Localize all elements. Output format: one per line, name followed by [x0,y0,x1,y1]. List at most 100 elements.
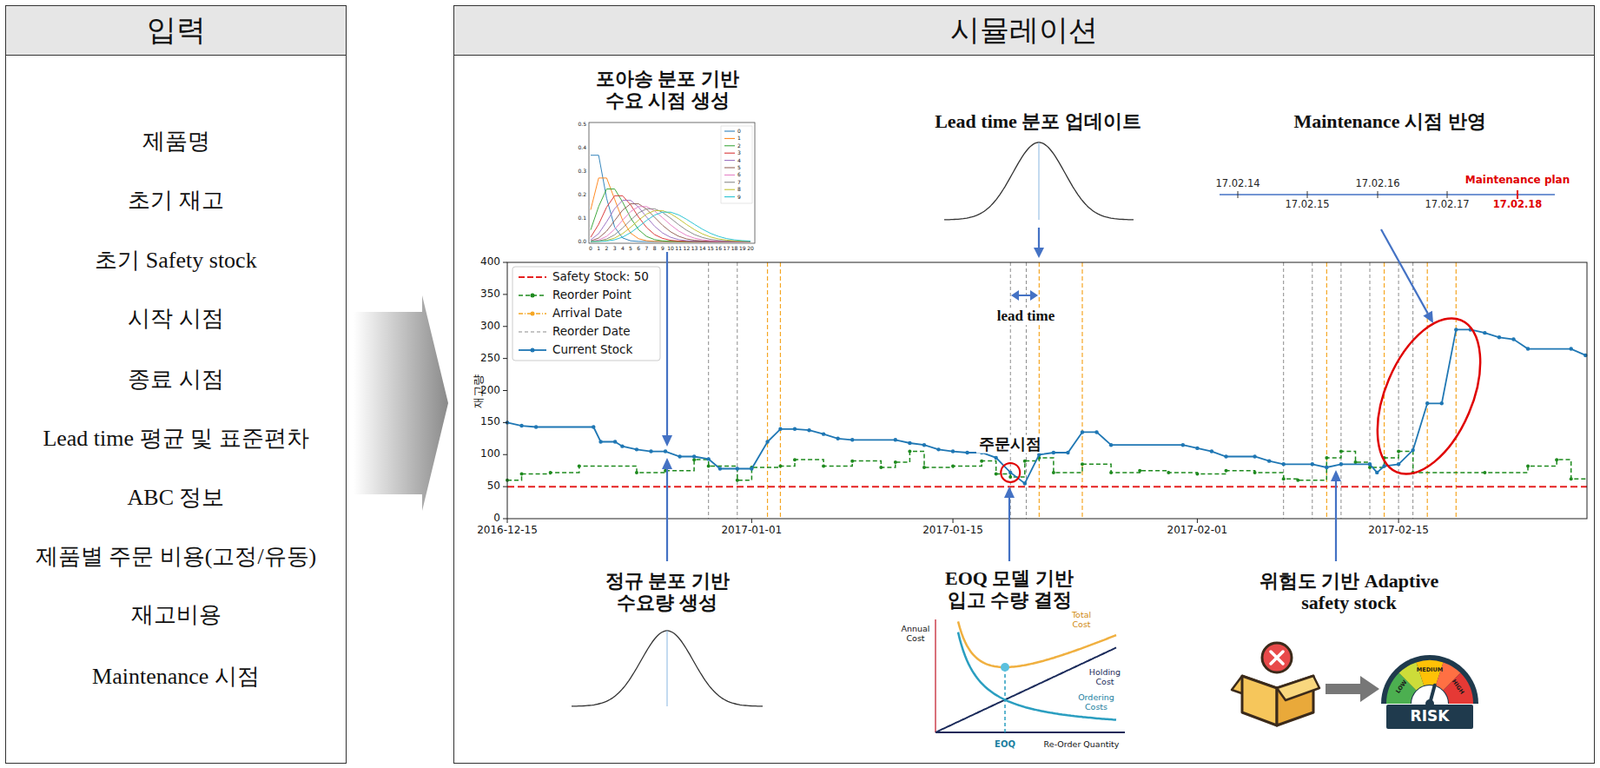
current-stock-marker [1482,330,1487,335]
transition-arrow [1325,675,1380,702]
axis-tick-label: 300 [480,320,501,333]
inset-legend-label: 7 [737,178,741,186]
reorder-point-marker [1224,469,1229,473]
inset-tick-label: 0.4 [577,145,587,152]
callout-title: 위험도 기반 Adaptive safety stock [1256,569,1443,615]
reorder-date-line [707,262,709,519]
reorder-point-marker [1396,449,1401,454]
timeline-line [1219,193,1555,196]
poisson-legend-box [720,125,753,204]
reorder-point-marker [1109,470,1113,475]
current-stock-marker [1396,462,1401,466]
inset-tick-label: 0.1 [577,215,587,222]
reorder-point-marker [707,464,711,469]
panel-heading: 시뮬레이션 [950,10,1098,51]
reorder-date-line [1010,262,1012,519]
current-stock-marker [821,431,826,436]
normal-bell [571,630,763,707]
callout-title: 정규 분포 기반 수요량 생성 [593,569,741,615]
current-stock-marker [1008,470,1012,475]
legend-sample [530,293,536,298]
eoq-label: Total Cost [1066,610,1097,630]
callout-title: Lead time 분포 업데이트 [934,110,1142,133]
reorder-date-line [1369,262,1371,519]
reorder-point-marker [1137,469,1142,473]
axis-tick-label: 2016-12-15 [476,524,538,537]
error-icon [1270,651,1283,664]
order-point-circle [1000,462,1020,483]
poisson-legend-sample [724,152,735,154]
inset-tick-label: 15 [707,245,715,252]
callout-title: 포아송 분포 기반 수요 시점 생성 [584,67,750,113]
eoq-marker-line [1004,667,1006,733]
inset-legend-label: 0 [737,128,741,135]
reorder-point-marker [634,470,639,475]
current-stock-marker [1065,450,1070,455]
legend-label: Reorder Date [552,324,631,339]
eoq-label: Holding Cost [1087,667,1123,688]
poisson-curve [590,200,751,242]
inset-tick-label: 2 [604,245,609,252]
poisson-legend-sample [724,189,735,191]
arrival-date-line [780,262,781,519]
axis-tick-label: 150 [480,416,501,429]
maintenance-ellipse [1356,303,1501,490]
current-stock-marker [1526,346,1530,351]
input-item: 시작 시점 [127,303,225,334]
poisson-legend-sample [724,196,735,198]
lead-time-arrow-head [1011,290,1019,301]
axis-tick-label: 100 [480,448,501,461]
inset-tick-label: 14 [699,245,707,252]
gauge-label: RISK [1410,707,1450,726]
inset-tick-label: 12 [683,245,691,252]
axis-tick [952,518,954,523]
inset-tick-label: 9 [661,245,665,252]
callout-arrow-head [1422,310,1434,324]
chart-annotation: 주문시점 [976,435,1045,454]
current-stock-marker [1109,442,1113,447]
legend-label: Current Stock [552,343,633,358]
reorder-point-marker [548,470,553,475]
reorder-date-line [1340,262,1342,519]
current-stock-marker [1195,446,1199,450]
eoq-dot [1000,662,1010,672]
current-stock-marker [634,447,639,451]
current-stock-marker [1410,448,1415,452]
input-item: ABC 정보 [127,482,225,513]
current-stock-marker [765,439,769,443]
callout-arrow [1008,497,1011,562]
reorder-date-line [1412,262,1414,519]
timeline-date: 17.02.14 [1215,178,1260,190]
eoq-label: Re-Order Quantity [1044,740,1120,750]
current-stock-marker [1324,465,1329,470]
input-panel: 입력제품명초기 재고초기 Safety stock시작 시점종료 시점Lead … [5,5,347,764]
arrival-date-line [1081,262,1083,519]
inset-tick-label: 4 [621,245,625,252]
poisson-legend-sample [724,159,735,161]
axis-tick-label: 250 [480,352,501,365]
current-stock-marker [994,456,999,460]
current-stock-marker [1440,401,1444,405]
legend-sample [530,311,536,317]
inset-tick-label: 7 [644,245,648,252]
timeline-tick [1516,190,1519,199]
gauge-hub [1425,699,1435,708]
input-item: 제품명 [142,125,211,157]
reorder-point-marker [922,465,926,470]
normal-bell-mean [666,630,668,707]
inset-legend-label: 5 [737,165,741,172]
current-stock-marker [778,427,782,431]
eoq-label: Ordering Costs [1074,693,1118,713]
timeline-date: 17.02.16 [1355,178,1400,190]
current-stock-marker [735,466,740,470]
legend-label: Reorder Point [552,288,632,303]
axis-tick [502,422,508,424]
callout-arrow [1335,481,1337,562]
current-stock-marker [1252,454,1257,458]
inset-legend-label: 3 [737,150,741,157]
current-stock-line [507,329,1586,483]
timeline-tick [1447,191,1448,199]
current-stock-marker [648,449,653,453]
timeline-date: 17.02.17 [1424,198,1469,211]
current-stock-marker [965,450,969,455]
